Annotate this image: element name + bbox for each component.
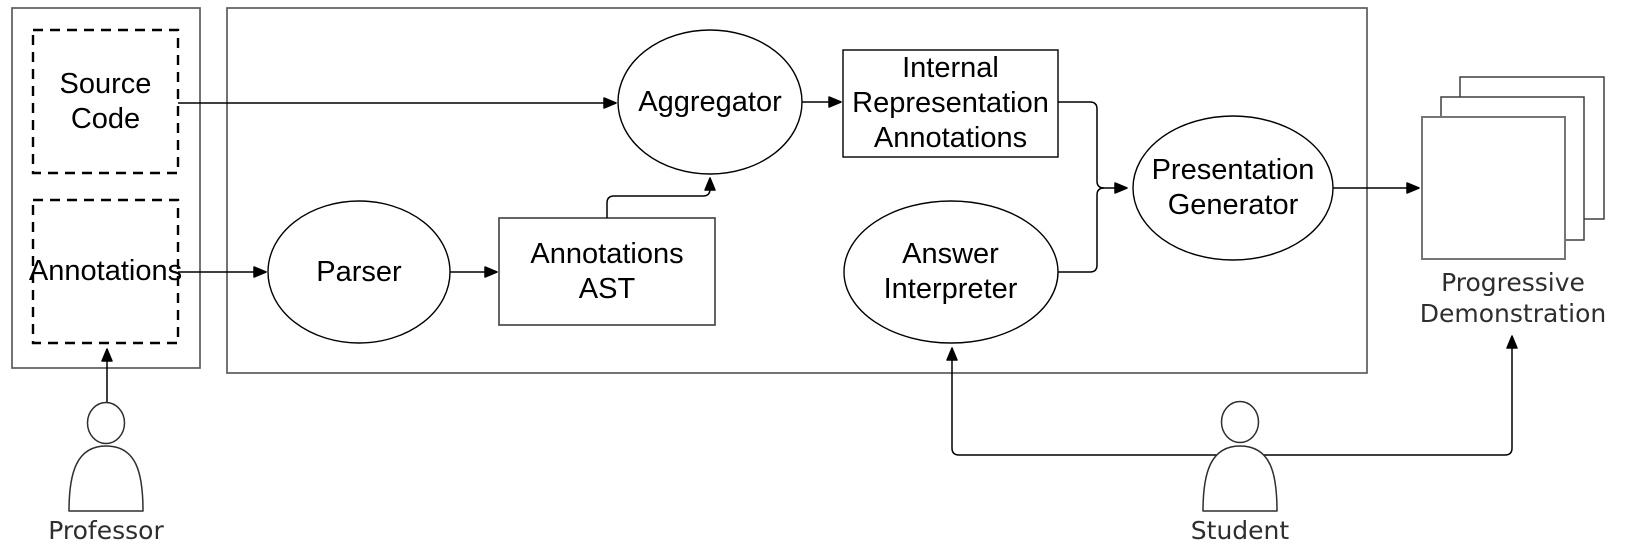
edge-ast-to-aggregator — [606, 177, 716, 218]
edge-answer-interpreter-to-presentation-generator — [1058, 187, 1105, 273]
source-code-box — [31, 28, 180, 175]
edge-student-to-demonstration — [1240, 335, 1518, 456]
annotations-ast-box — [498, 217, 716, 326]
professor-head — [86, 401, 126, 445]
parser-ellipse — [267, 200, 451, 344]
annotations-input-box — [31, 198, 180, 345]
professor-icon — [68, 401, 144, 512]
aggregator-ellipse — [617, 29, 803, 175]
student-icon — [1202, 400, 1278, 512]
answer-interpreter-ellipse — [843, 200, 1059, 344]
edge-student-to-answer-interpreter — [946, 347, 1240, 456]
page-front — [1421, 116, 1566, 260]
presentation-generator-ellipse — [1132, 115, 1334, 261]
internal-representation-box — [842, 49, 1059, 158]
student-head — [1220, 400, 1260, 444]
professor-body — [68, 445, 144, 512]
student-body — [1202, 445, 1278, 512]
